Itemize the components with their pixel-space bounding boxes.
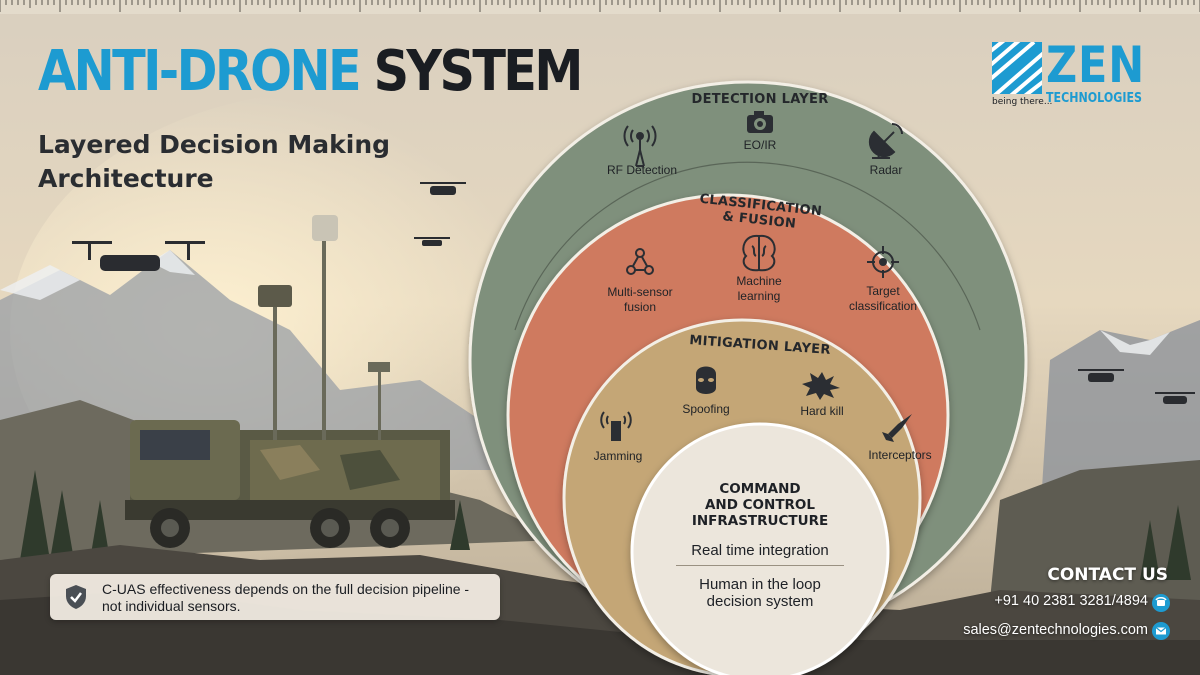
title-part-1: ANTI-DRONE xyxy=(38,39,362,104)
classification-item-ml-line-1: Machine xyxy=(736,274,782,288)
effectiveness-note: C-UAS effectiveness depends on the full … xyxy=(50,574,500,620)
classification-item-target-line-2: classification xyxy=(848,299,918,313)
rf-tower-icon xyxy=(623,125,657,167)
shield-check-icon xyxy=(66,585,86,609)
page-subtitle: Layered Decision Making Architecture xyxy=(38,128,438,196)
core-item-realtime: Real time integration xyxy=(691,542,829,559)
contact-phone[interactable]: +91 40 2381 3281/4894 xyxy=(994,593,1148,609)
classification-item-target: Target classification xyxy=(833,284,933,314)
zen-logo-mark-icon xyxy=(992,42,1042,94)
mitigation-item-interceptors: Interceptors xyxy=(868,448,932,462)
crosshair-icon xyxy=(867,246,899,278)
core-layer-title: COMMAND AND CONTROL INFRASTRUCTURE xyxy=(650,481,870,529)
title-part-2: SYSTEM xyxy=(373,39,584,104)
phone-icon xyxy=(1152,594,1170,612)
core-title-line-1: COMMAND xyxy=(719,481,801,497)
logo-subtext: TECHNOLOGIES xyxy=(1046,90,1142,106)
detection-item-radar: Radar xyxy=(869,163,903,177)
core-item-human-loop: Human in the loop decision system xyxy=(640,576,880,610)
core-title-line-2: AND CONTROL xyxy=(704,497,816,513)
detection-item-eoir: EO/IR xyxy=(743,138,777,152)
classification-item-fusion: Multi-sensor fusion xyxy=(590,285,690,315)
mitigation-item-spoofing: Spoofing xyxy=(682,402,730,416)
top-ruler xyxy=(0,0,1200,14)
jammer-icon xyxy=(600,411,632,441)
mask-icon xyxy=(696,366,716,394)
core-divider xyxy=(676,565,844,566)
subtitle-line-2: Architecture xyxy=(38,164,214,193)
classification-item-ml: Machine learning xyxy=(709,274,809,304)
military-truck xyxy=(125,215,455,548)
missile-icon xyxy=(882,414,912,442)
logo-brand: ZEN xyxy=(1046,36,1146,94)
classification-item-ml-line-2: learning xyxy=(737,289,781,303)
detection-arc xyxy=(514,161,981,331)
contact-email[interactable]: sales@zentechnologies.com xyxy=(963,622,1148,638)
classification-item-fusion-line-1: Multi-sensor xyxy=(607,285,673,299)
radar-dish-icon xyxy=(868,123,903,159)
camera-icon xyxy=(747,111,773,133)
brain-icon xyxy=(742,234,776,272)
contact-title: CONTACT US xyxy=(1047,565,1168,585)
detection-layer-title: DETECTION LAYER xyxy=(691,92,829,107)
note-text: C-UAS effectiveness depends on the full … xyxy=(102,581,470,614)
core-title-line-3: INFRASTRUCTURE xyxy=(691,513,829,529)
page-title: ANTI-DRONE SYSTEM xyxy=(38,44,583,100)
mitigation-item-jamming: Jamming xyxy=(593,449,643,463)
logo-tagline: being there... xyxy=(992,97,1053,107)
core-item-human-loop-line-2: decision system xyxy=(706,593,814,610)
explosion-icon xyxy=(802,372,840,400)
classification-item-target-line-1: Target xyxy=(866,284,900,298)
mitigation-item-hardkill: Hard kill xyxy=(800,404,844,418)
classification-item-fusion-line-2: fusion xyxy=(623,300,657,314)
core-layer-circle xyxy=(630,422,890,675)
network-nodes-icon xyxy=(626,248,654,275)
subtitle-line-1: Layered Decision Making xyxy=(38,130,391,159)
detection-item-rf: RF Detection xyxy=(606,163,678,177)
mail-icon xyxy=(1152,622,1170,640)
core-item-human-loop-line-1: Human in the loop xyxy=(699,576,821,593)
